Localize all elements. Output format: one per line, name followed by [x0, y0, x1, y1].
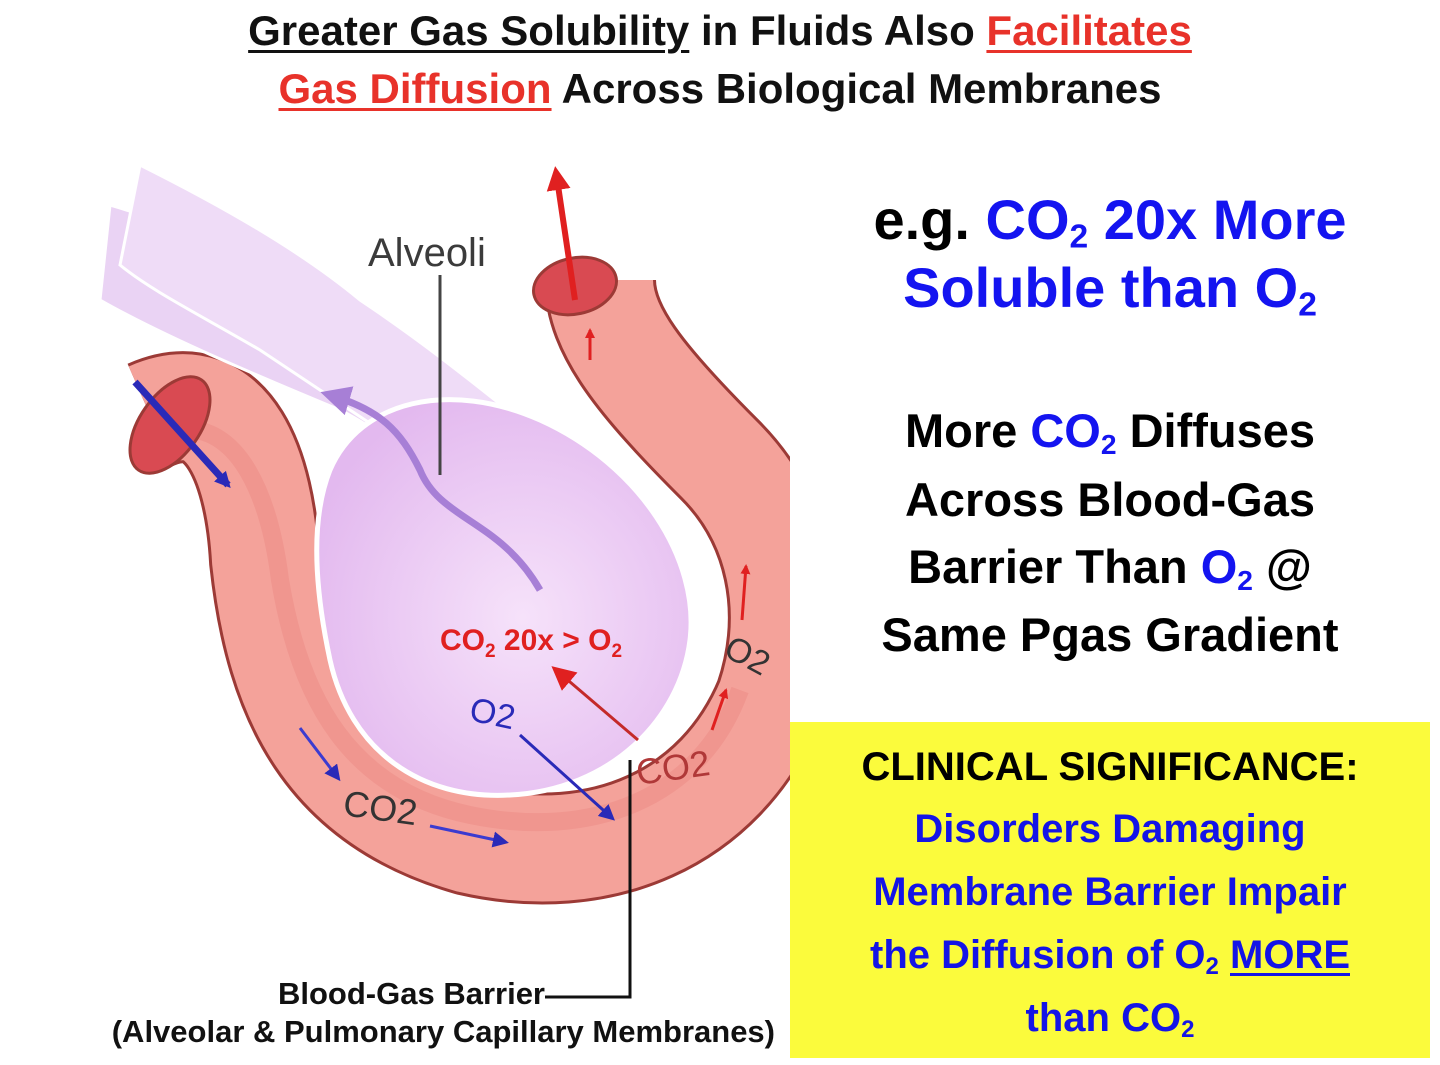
clinical-line-1: Disorders Damaging — [914, 807, 1306, 851]
fact1-o2: O2 — [1254, 256, 1317, 324]
alveolus-capillary-diagram: Alveoli CO2 20x > O2 O2 CO2 CO2 O2 — [100, 165, 790, 999]
fact2-line-3: Barrier Than O2 @ — [908, 540, 1312, 597]
barrier-label-line-1: Blood-Gas Barrier — [277, 976, 545, 1011]
title-text-2: Across Biological Membranes — [551, 65, 1162, 112]
alveolus-sac — [314, 397, 694, 798]
co2-bottom-label: CO2 — [341, 782, 420, 833]
co2-right-label: CO2 — [633, 742, 712, 793]
fact2-o2: O2 — [1200, 540, 1253, 597]
fact2-line-2: Across Blood-Gas — [904, 473, 1316, 526]
fact1-line-1: e.g. CO2 20x More — [790, 187, 1430, 256]
flow-arrow-red-1 — [710, 688, 729, 731]
title-underlined-phrase: Greater Gas Solubility — [248, 7, 690, 54]
fact1-line-2: Soluble than O2 — [903, 256, 1317, 324]
title-red-phrase: Facilitates — [986, 7, 1192, 54]
flow-arrow-red-2 — [740, 564, 751, 621]
inner-co2-vs-o2-label: CO2 20x > O2 — [440, 624, 622, 662]
flow-arrow-blue-1 — [298, 727, 341, 782]
barrier-leader-line — [545, 760, 632, 999]
clinical-heading: CLINICAL SIGNIFICANCE: — [861, 745, 1359, 789]
alveoli-label: Alveoli — [368, 231, 486, 275]
title-line-1: Greater Gas Solubility in Fluids Also Fa… — [0, 2, 1440, 60]
clinical-line-3: the Diffusion of O2 MORE — [870, 933, 1350, 980]
flow-arrow-blue-2 — [429, 824, 509, 848]
fact1-rest: 20x More — [1088, 188, 1347, 251]
title-line-2: Gas Diffusion Across Biological Membrane… — [0, 60, 1440, 118]
o2-diffusion-arrow — [518, 733, 615, 821]
clinical-significance-box: CLINICAL SIGNIFICANCE: Disorders Damagin… — [790, 722, 1430, 1058]
fact2-co2: CO2 — [1030, 404, 1117, 461]
clinical-more-emphasis: MORE — [1230, 933, 1350, 977]
co2-diffusion-arrow — [551, 666, 639, 742]
fact1-co2: CO2 — [985, 188, 1089, 256]
fact2-line-1: More CO2 Diffuses — [904, 404, 1316, 461]
clinical-line-4: than CO2 — [1025, 996, 1195, 1043]
capillary-vessel — [127, 277, 790, 905]
purple-airflow-arrow — [320, 386, 544, 592]
exit-arrow-red — [546, 166, 578, 301]
fact2-line-4: Same Pgas Gradient — [881, 608, 1339, 661]
fact1-prefix: e.g. — [873, 188, 986, 251]
title-text: in Fluids Also — [689, 7, 987, 54]
title-red-phrase-2: Gas Diffusion — [278, 65, 552, 112]
entry-arrow-blue — [132, 379, 231, 488]
barrier-label-line-2: (Alveolar & Pulmonary Capillary Membrane… — [111, 1014, 775, 1049]
clinical-line-2: Membrane Barrier Impair — [873, 870, 1347, 914]
o2-left-label: O2 — [466, 691, 518, 738]
